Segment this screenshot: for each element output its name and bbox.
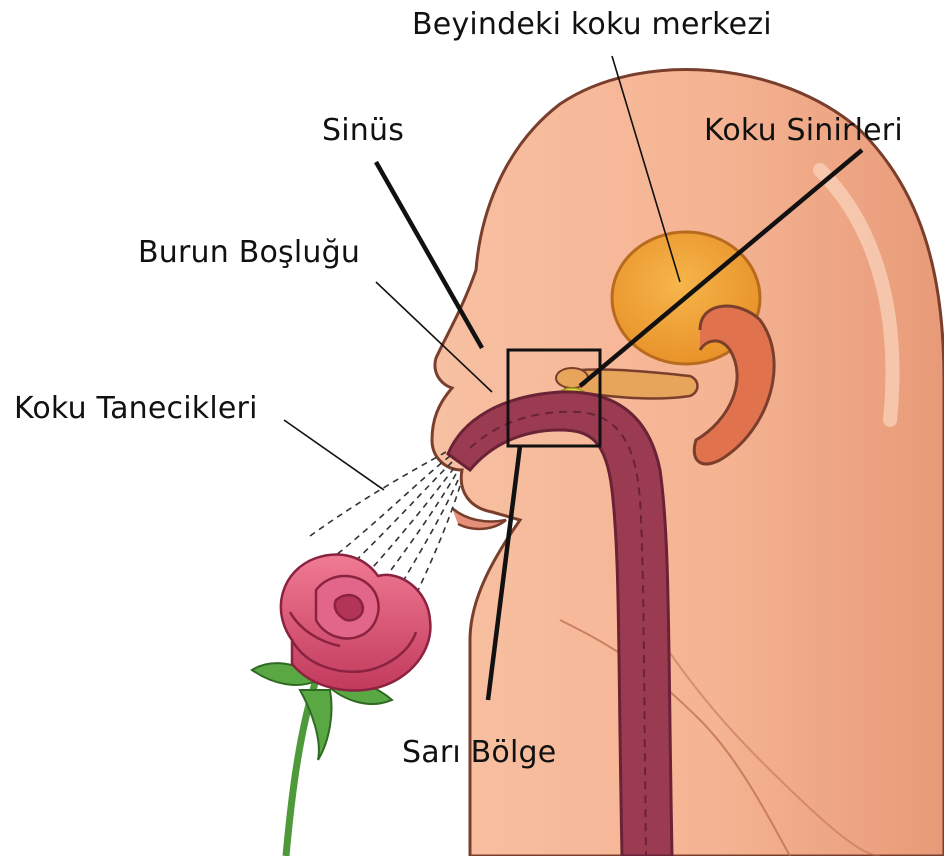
rose-bloom bbox=[281, 555, 431, 691]
leader-sinus bbox=[376, 162, 482, 348]
label-olfactory-nerves: Koku Sinirleri bbox=[704, 116, 903, 146]
label-nasal-cavity: Burun Boşluğu bbox=[138, 238, 360, 268]
label-yellow-region: Sarı Bölge bbox=[402, 738, 556, 768]
label-sinus: Sinüs bbox=[322, 116, 404, 146]
leader-odor-particles bbox=[284, 420, 384, 490]
label-odor-particles: Koku Tanecikleri bbox=[14, 394, 258, 424]
label-brain-smell-center: Beyindeki koku merkezi bbox=[412, 10, 772, 40]
